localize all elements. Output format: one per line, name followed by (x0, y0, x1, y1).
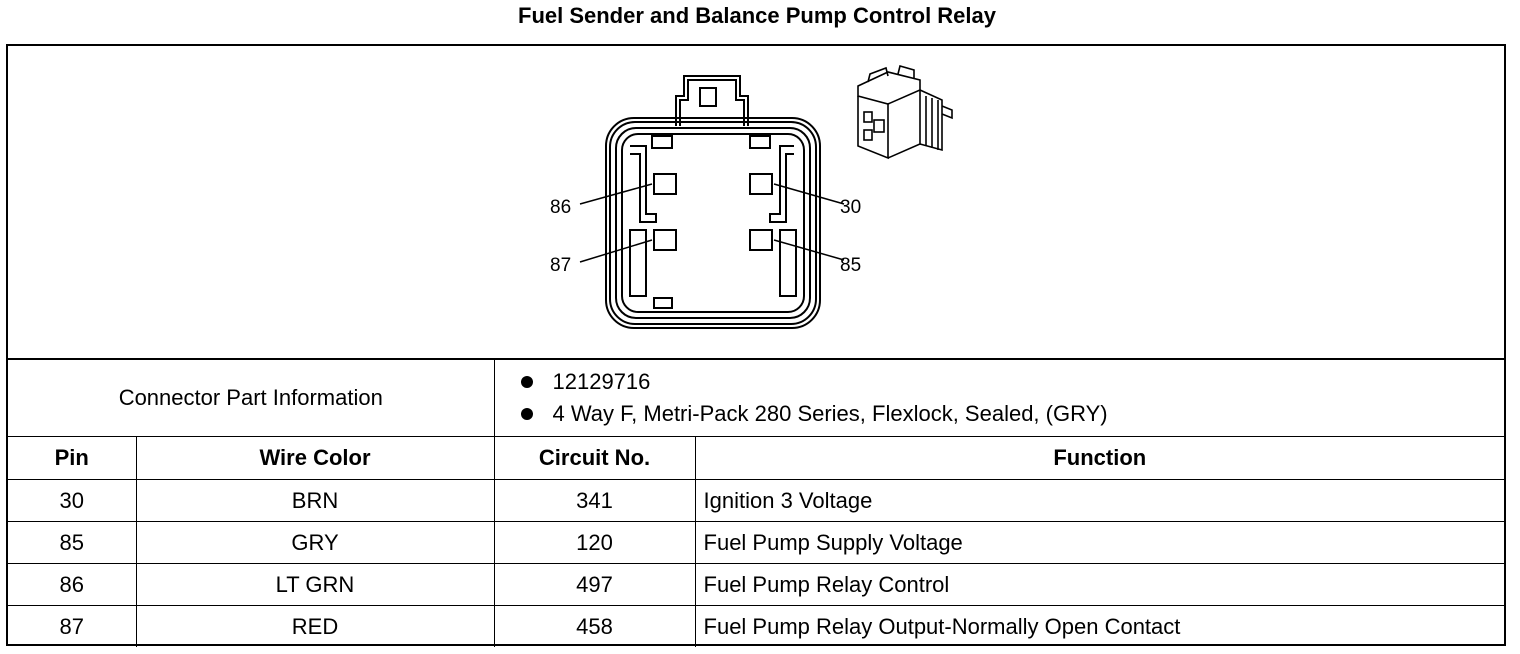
pin-label-85: 85 (840, 255, 862, 276)
pin-label-30: 30 (840, 197, 862, 218)
header-pin: Pin (8, 436, 137, 480)
page-title: Fuel Sender and Balance Pump Control Rel… (518, 3, 996, 28)
pin-label-86: 86 (550, 197, 572, 218)
table-row: 87 RED 458 Fuel Pump Relay Output-Normal… (8, 605, 1505, 647)
cell-circuit: 497 (493, 563, 696, 606)
header-circuit-no: Circuit No. (493, 436, 696, 480)
cell-function: Ignition 3 Voltage (694, 479, 1505, 522)
table-row: 85 GRY 120 Fuel Pump Supply Voltage (8, 521, 1505, 564)
connector-table: Connector Part Information 12129716 4 Wa… (8, 360, 1505, 647)
connector-sheet: 86 30 87 85 Connector Part Information 1… (6, 44, 1506, 647)
table-row: 30 BRN 341 Ignition 3 Voltage (8, 479, 1505, 522)
connector-3d-icon (857, 65, 953, 160)
cell-circuit: 341 (493, 479, 696, 522)
bullet-icon (520, 376, 533, 388)
connector-face-drawing (579, 65, 953, 329)
table-header-row: Pin Wire Color Circuit No. Function (8, 436, 1505, 480)
part-number: 12129716 (552, 369, 651, 394)
connector-part-info-values: 12129716 4 Way F, Metri-Pack 280 Series,… (493, 360, 1505, 437)
cell-wire-color: GRY (135, 521, 495, 564)
cell-wire-color: BRN (135, 479, 495, 522)
cell-pin: 86 (8, 563, 137, 606)
part-info-item: 12129716 (517, 366, 1505, 398)
cell-pin: 85 (8, 521, 137, 564)
connector-part-info-row: Connector Part Information 12129716 4 Wa… (8, 360, 1505, 437)
cell-function: Fuel Pump Relay Control (694, 563, 1505, 606)
cell-wire-color: LT GRN (135, 563, 495, 606)
header-wire-color: Wire Color (135, 436, 495, 480)
cell-pin: 87 (8, 605, 137, 647)
cell-function: Fuel Pump Supply Voltage (694, 521, 1505, 564)
cell-circuit: 458 (493, 605, 696, 647)
header-function: Function (694, 436, 1505, 480)
cell-function: Fuel Pump Relay Output-Normally Open Con… (694, 605, 1505, 647)
part-description: 4 Way F, Metri-Pack 280 Series, Flexlock… (552, 401, 1108, 426)
pin-label-87: 87 (550, 255, 572, 276)
table-row: 86 LT GRN 497 Fuel Pump Relay Control (8, 563, 1505, 606)
connector-diagram: 86 30 87 85 (8, 46, 1504, 360)
cell-pin: 30 (8, 479, 137, 522)
cell-circuit: 120 (493, 521, 696, 564)
bullet-icon (520, 408, 533, 420)
connector-part-info-label: Connector Part Information (8, 360, 495, 437)
cell-wire-color: RED (135, 605, 495, 647)
part-info-item: 4 Way F, Metri-Pack 280 Series, Flexlock… (517, 398, 1505, 430)
